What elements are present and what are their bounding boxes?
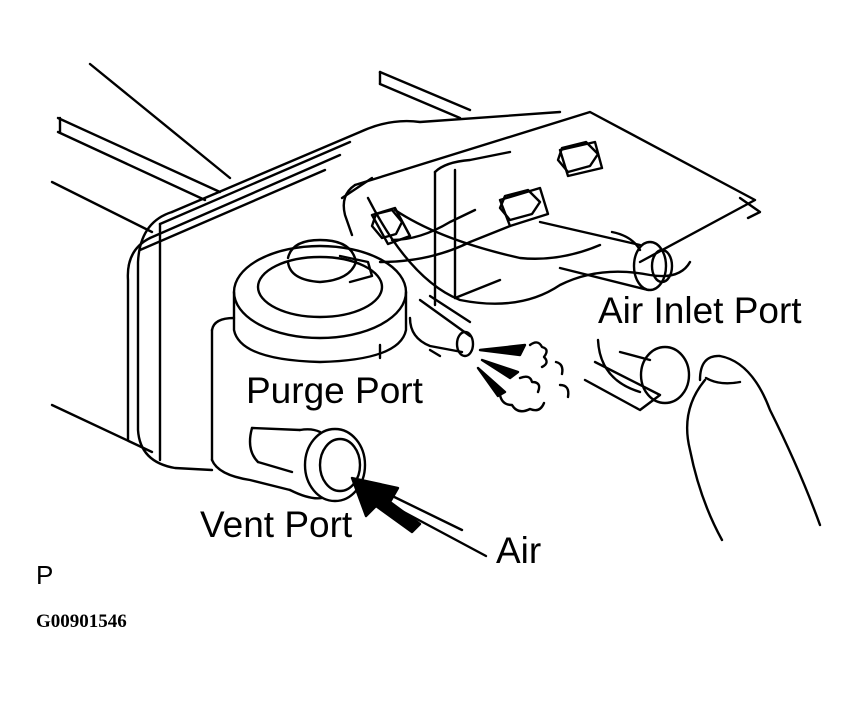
wire-harness bbox=[366, 196, 692, 305]
figure-code: G00901546 bbox=[36, 611, 127, 632]
air-label: Air bbox=[496, 530, 542, 571]
air-inlet-port-tube bbox=[538, 220, 674, 292]
bolt-icon bbox=[370, 140, 600, 240]
finger-icon bbox=[686, 354, 822, 542]
vent-port-tube bbox=[210, 426, 367, 503]
purge-valve-dome bbox=[210, 238, 408, 462]
purge-port-label: Purge Port bbox=[246, 370, 423, 411]
canister-body bbox=[50, 62, 562, 472]
air-arrow-icon bbox=[350, 476, 488, 558]
vent-port-label: Vent Port bbox=[200, 504, 353, 545]
purge-port-tube bbox=[378, 294, 475, 360]
corner-letter: P bbox=[36, 560, 54, 590]
lower-right-port bbox=[596, 338, 691, 405]
air-inlet-port-label: Air Inlet Port bbox=[598, 290, 802, 331]
air-burst-icon bbox=[476, 341, 570, 413]
mounting-bracket bbox=[340, 110, 762, 412]
